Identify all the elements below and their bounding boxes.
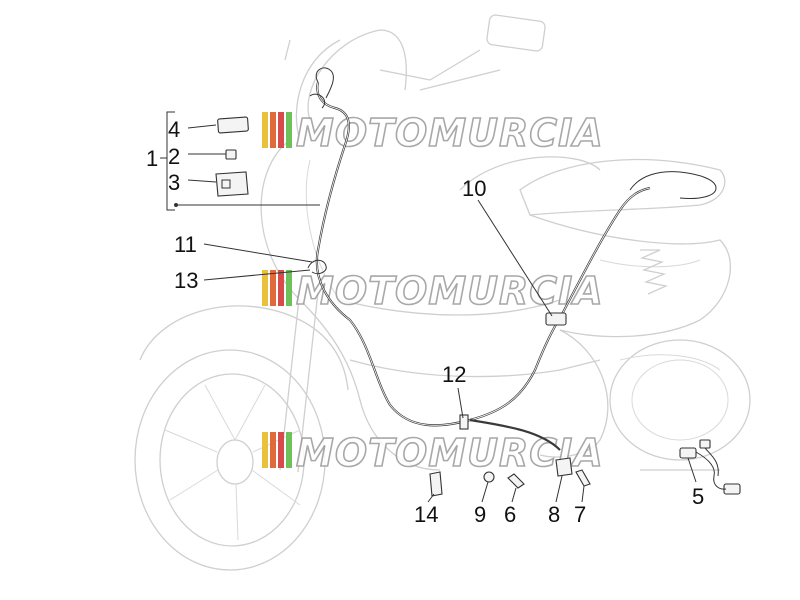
- callout-3: 3: [168, 170, 180, 195]
- watermark-text: MOTOMURCIA: [296, 269, 604, 313]
- part-9-shape: [483, 471, 495, 483]
- group-bracket: [160, 111, 320, 211]
- leader-lines: [187, 124, 697, 483]
- watermark-top: MOTOMURCIA: [262, 110, 604, 156]
- callout-11: 11: [174, 232, 197, 257]
- part-5-shape: [679, 447, 697, 459]
- wiring-harness: [307, 67, 717, 451]
- callout-12: 12: [442, 362, 466, 387]
- watermark-middle: MOTOMURCIA: [262, 268, 604, 314]
- callout-2: 2: [168, 144, 180, 169]
- callout-9: 9: [474, 502, 486, 527]
- callout-8: 8: [548, 502, 560, 527]
- callout-7: 7: [574, 502, 586, 527]
- part-6-shape: [507, 473, 525, 489]
- part-2-shape: [225, 149, 237, 160]
- part-8-shape: [555, 457, 573, 477]
- callout-10: 10: [462, 176, 486, 201]
- part-4-shape: [217, 116, 249, 134]
- watermark-bottom: MOTOMURCIA: [262, 430, 604, 476]
- part-7-shape: [575, 469, 591, 487]
- callout-4: 4: [168, 117, 180, 142]
- part-3-shape: [215, 171, 249, 197]
- leader-lines-bottom: [427, 475, 585, 503]
- callout-14: 14: [414, 502, 438, 527]
- callout-5: 5: [692, 484, 704, 509]
- scooter-outline: [134, 14, 751, 571]
- callout-13: 13: [174, 268, 198, 293]
- callout-6: 6: [504, 502, 516, 527]
- watermark-text: MOTOMURCIA: [296, 431, 604, 475]
- part-14-shape: [429, 471, 443, 497]
- loose-parts: [215, 116, 741, 497]
- watermark-text: MOTOMURCIA: [296, 111, 604, 155]
- callout-labels: 1 2 3 4 5 6 7 8 9 10 11 12 13 14: [146, 117, 704, 527]
- callout-1: 1: [146, 146, 158, 171]
